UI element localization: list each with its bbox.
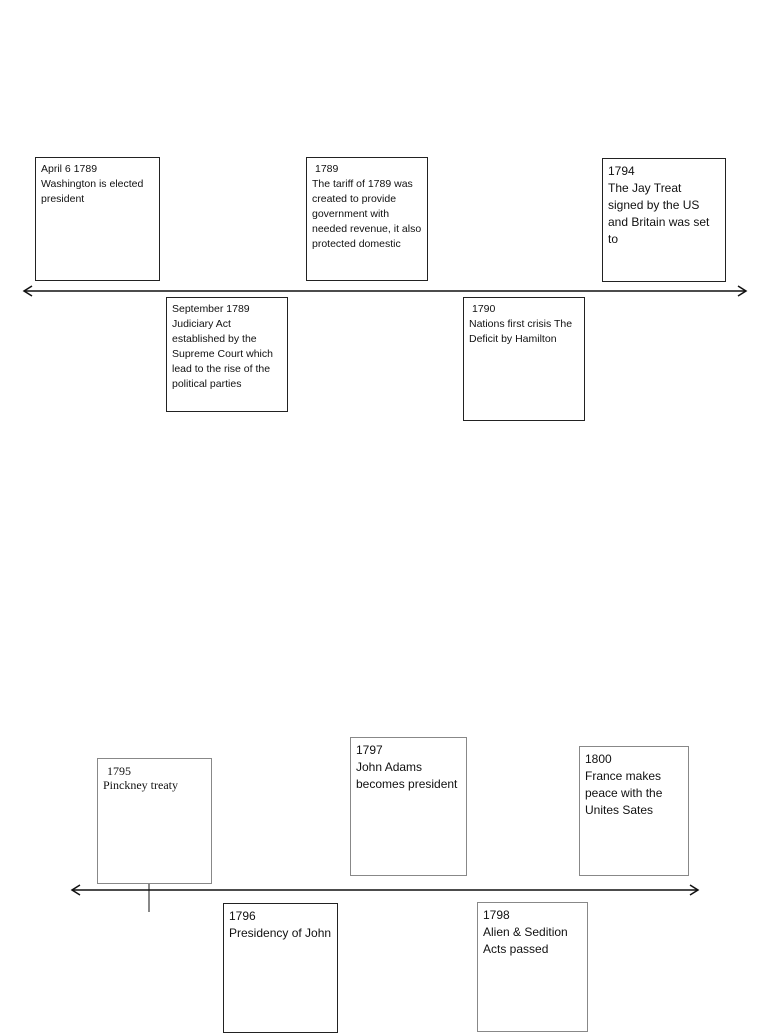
- event-box-september-1789: September 1789 Judiciary Act established…: [166, 297, 288, 412]
- event-date: 1797: [356, 743, 383, 757]
- event-box-1795: 1795 Pinckney treaty: [97, 758, 212, 884]
- event-text: The tariff of 1789 was created to provid…: [312, 178, 422, 250]
- event-date: 1795: [107, 764, 131, 778]
- event-box-1800: 1800 France makes peace with the Unites …: [579, 746, 689, 876]
- event-box-1790: 1790 Nations first crisis The Deficit by…: [463, 297, 585, 421]
- event-text: The Jay Treat signed by the US and Brita…: [608, 181, 710, 246]
- event-text: France makes peace with the Unites Sates: [585, 769, 663, 817]
- event-text: Judiciary Act established by the Supreme…: [172, 318, 273, 390]
- event-box-1798: 1798 Alien & Sedition Acts passed: [477, 902, 588, 1032]
- event-text: Pinckney treaty: [103, 778, 178, 792]
- event-box-1797: 1797 John Adams becomes president: [350, 737, 467, 876]
- event-date: September 1789: [172, 303, 250, 315]
- event-date: 1798: [483, 908, 510, 922]
- event-box-tariff-1789: 1789 The tariff of 1789 was created to p…: [306, 157, 428, 281]
- event-date: 1790: [472, 303, 496, 315]
- event-date: 1796: [229, 909, 256, 923]
- timeline-1-axis: [22, 285, 748, 297]
- event-text: Presidency of John: [229, 926, 332, 940]
- event-box-1794: 1794 The Jay Treat signed by the US and …: [602, 158, 726, 282]
- event-box-april-1789: April 6 1789 Washington is elected presi…: [35, 157, 160, 281]
- event-text: John Adams becomes president: [356, 760, 458, 791]
- event-date: 1789: [315, 163, 339, 175]
- event-text: Nations first crisis The Deficit by Hami…: [469, 318, 573, 345]
- event-text: Alien & Sedition Acts passed: [483, 925, 568, 956]
- event-box-1796: 1796 Presidency of John: [223, 903, 338, 1033]
- event-date: April 6 1789: [41, 163, 98, 175]
- timeline-2-axis: [70, 883, 700, 912]
- event-text: Washington is elected president: [41, 178, 144, 205]
- event-date: 1800: [585, 752, 612, 766]
- event-date: 1794: [608, 164, 635, 178]
